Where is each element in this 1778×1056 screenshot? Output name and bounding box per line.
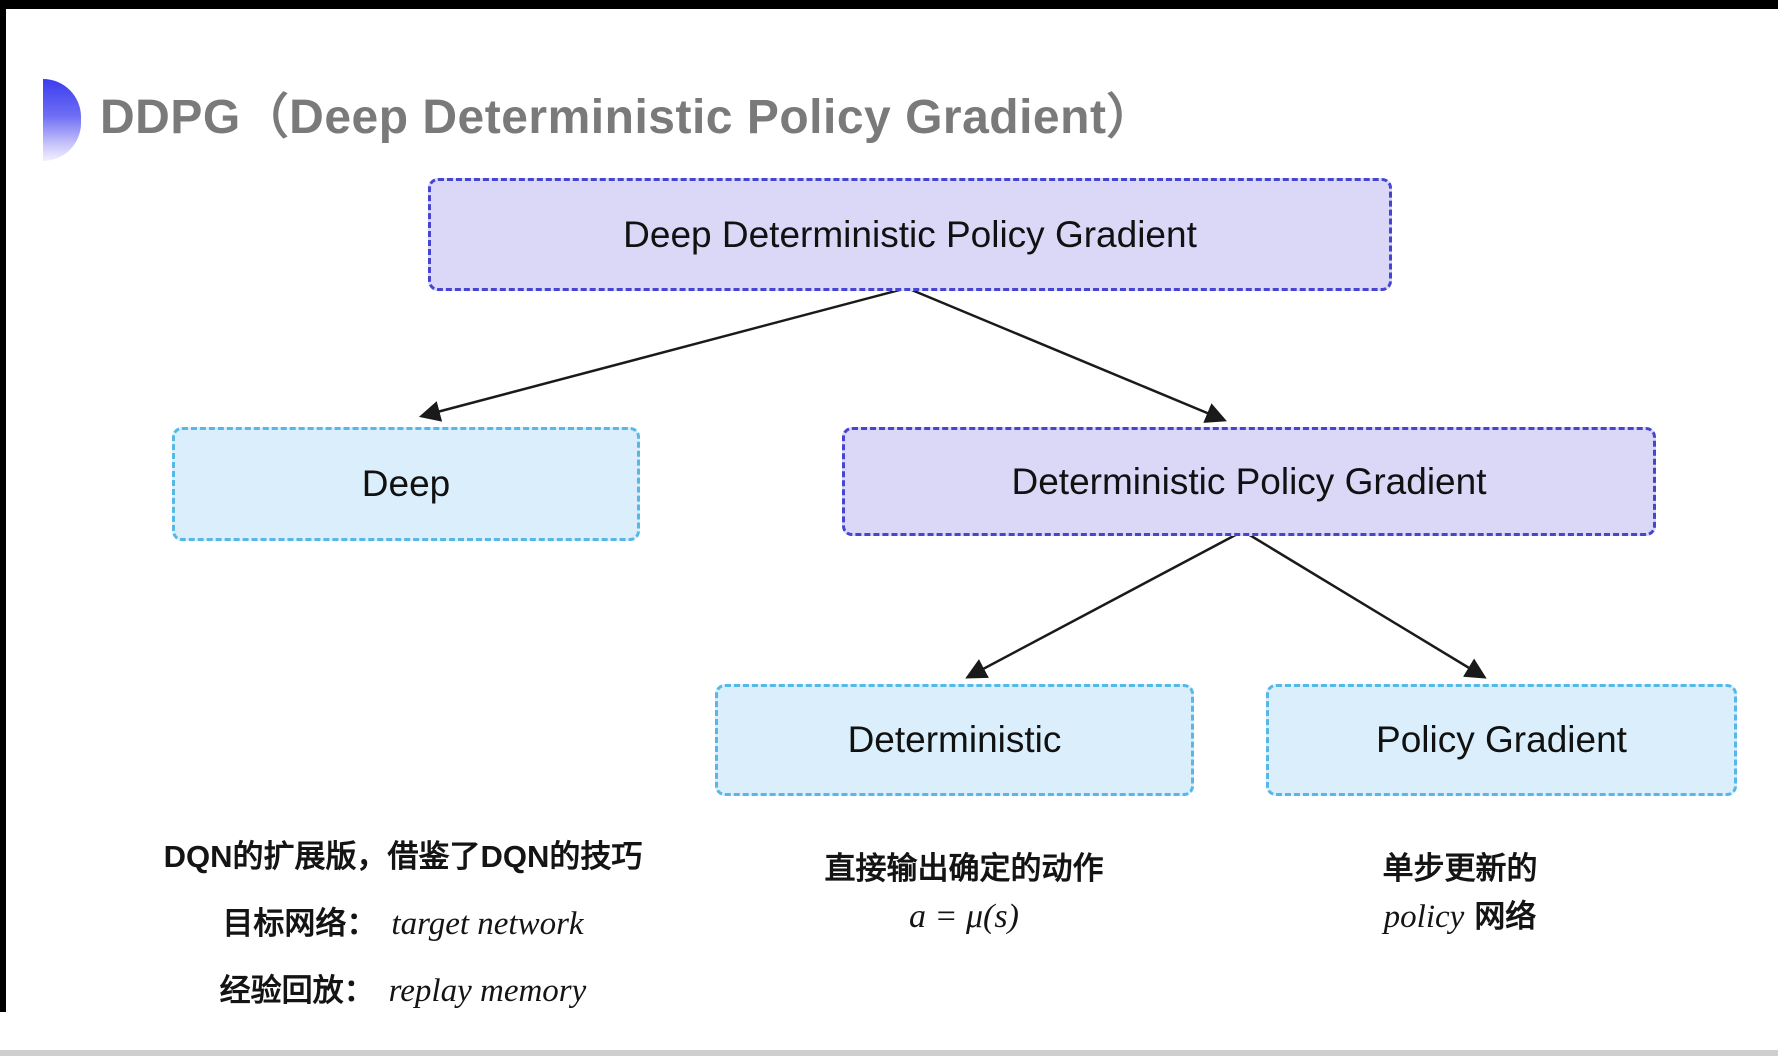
replay-memory-en-text: replay memory [388, 973, 587, 1009]
bottom-border-bar [0, 1050, 1778, 1056]
node-policy-gradient-label: Policy Gradient [1376, 719, 1627, 760]
top-border-bar [0, 0, 1778, 9]
node-deterministic: Deterministic [715, 684, 1194, 796]
replay-memory-zh-label: 经验回放： [219, 973, 375, 1008]
note-dqn-extension: DQN的扩展版，借鉴了DQN的技巧 目标网络： target network 经… [118, 838, 688, 1010]
title-bullet-icon [43, 79, 81, 161]
node-dpg-label: Deterministic Policy Gradient [1011, 460, 1487, 502]
node-deep: Deep [172, 427, 640, 541]
node-deterministic-label: Deterministic [847, 719, 1062, 760]
target-network-zh-label: 目标网络： [222, 906, 378, 941]
note-deterministic-action: 直接输出确定的动作 a = μ(s) [764, 850, 1164, 936]
note-formula: a = μ(s) [909, 898, 1019, 935]
note-target-network-row: 目标网络： target network [222, 905, 583, 943]
page-title: DDPG（Deep Deterministic Policy Gradient） [100, 91, 1155, 144]
node-root-ddpg: Deep Deterministic Policy Gradient [428, 178, 1392, 291]
note-replay-memory-row: 经验回放： replay memory [220, 972, 587, 1010]
policy-zh-suffix: 网络 [1474, 899, 1537, 934]
node-deep-label: Deep [361, 463, 451, 504]
node-policy-gradient: Policy Gradient [1266, 684, 1737, 796]
node-deterministic-policy-gradient: Deterministic Policy Gradient [842, 427, 1656, 536]
note-policy-network: 单步更新的 policy 网络 [1260, 850, 1660, 936]
note-policy-row: policy 网络 [1384, 898, 1537, 936]
target-network-en-text: target network [391, 906, 584, 942]
note-dqn-line1: DQN的扩展版，借鉴了DQN的技巧 [163, 839, 643, 874]
left-border-bar [0, 0, 6, 1012]
node-root-label: Deep Deterministic Policy Gradient [623, 213, 1197, 255]
note-deterministic-line1: 直接输出确定的动作 [824, 851, 1104, 886]
note-policy-line1: 单步更新的 [1382, 851, 1538, 886]
policy-en-word: policy [1383, 899, 1465, 935]
